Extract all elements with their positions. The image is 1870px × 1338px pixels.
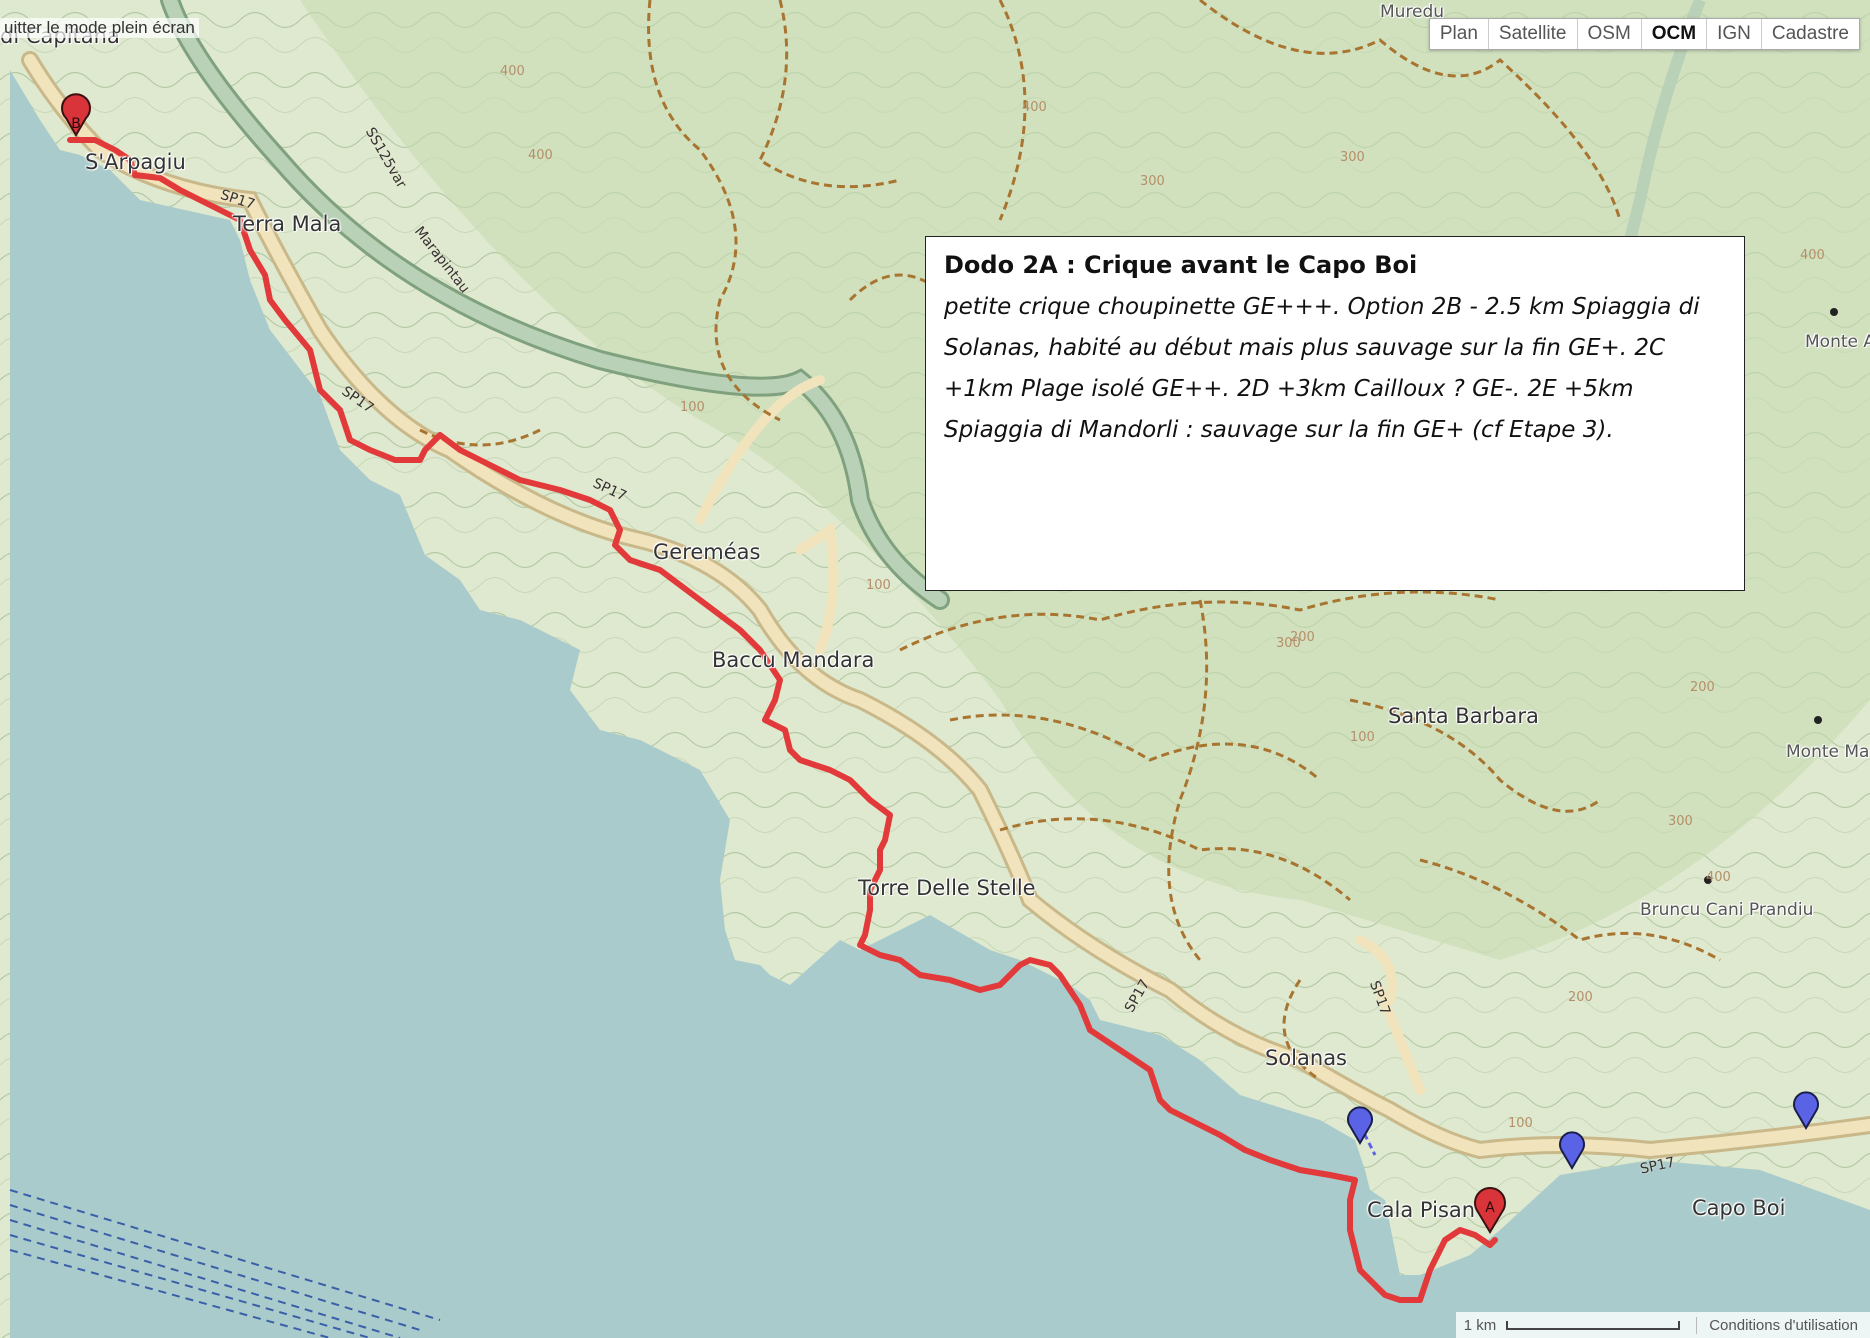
marker-option-mandorli[interactable] xyxy=(1793,1091,1819,1130)
scale-bar xyxy=(1506,1320,1681,1330)
place-label: Bruncu Cani Prandiu xyxy=(1640,900,1814,920)
marker-end-letter: A xyxy=(1485,1200,1495,1216)
marker-end[interactable]: A xyxy=(1474,1187,1506,1234)
info-popup-title: Dodo 2A : Crique avant le Capo Boi xyxy=(944,251,1418,279)
hiking-route xyxy=(67,137,1498,1303)
place-label: Terra Mala xyxy=(233,212,342,236)
place-label: Gereméas xyxy=(653,540,761,564)
layer-button-osm[interactable]: OSM xyxy=(1576,19,1641,49)
place-label: Torre Delle Stelle xyxy=(858,876,1036,900)
contour-label: 400 xyxy=(1706,870,1731,885)
marker-option-solanas[interactable] xyxy=(1347,1106,1373,1145)
place-label: Muredu xyxy=(1380,2,1445,22)
contour-label: 200 xyxy=(1568,990,1593,1005)
layer-button-satellite[interactable]: Satellite xyxy=(1487,19,1577,49)
contour-label: 100 xyxy=(1508,1116,1533,1131)
submarine-cable xyxy=(9,1189,441,1338)
terms-link[interactable]: Conditions d'utilisation xyxy=(1709,1316,1858,1334)
map-attribution: 1 km Conditions d'utilisation xyxy=(1455,1312,1870,1338)
layer-button-ocm[interactable]: OCM xyxy=(1640,19,1706,49)
scale-label: 1 km xyxy=(1463,1316,1497,1334)
info-popup-body: petite crique choupinette GE+++. Option … xyxy=(944,294,1700,443)
sea xyxy=(10,70,1870,1338)
place-label: Baccu Mandara xyxy=(712,648,875,672)
motorway-ss125-fill xyxy=(163,0,947,607)
peak-monte-arbu-icon xyxy=(1830,308,1838,316)
peak-monte-maria-icon xyxy=(1814,716,1822,724)
layer-switcher: Plan Satellite OSM OCM IGN Cadastre xyxy=(1428,18,1860,50)
contour-label: 300 xyxy=(1140,174,1165,189)
place-label: Santa Barbara xyxy=(1388,704,1539,728)
scale-control: 1 km xyxy=(1456,1316,1698,1334)
contour-label: 400 xyxy=(528,148,553,163)
exit-fullscreen-button[interactable]: uitter le mode plein écran xyxy=(0,18,199,38)
place-label: Solanas xyxy=(1265,1046,1348,1070)
contour-label: 300 xyxy=(1668,814,1693,829)
layer-button-cadastre[interactable]: Cadastre xyxy=(1760,19,1859,49)
marker-start[interactable]: B xyxy=(61,93,91,137)
place-label: Monte Arbu xyxy=(1805,332,1870,352)
layer-button-ign[interactable]: IGN xyxy=(1706,19,1761,49)
contour-label: 400 xyxy=(1022,100,1047,115)
contour-label: 300 xyxy=(1276,636,1301,651)
contour-label: 100 xyxy=(1350,730,1375,745)
secondary-roads xyxy=(695,375,1425,1095)
place-label: Capo Boi xyxy=(1692,1196,1786,1220)
peak-bruncu-icon xyxy=(1704,876,1712,884)
contour-label: 300 xyxy=(1340,150,1365,165)
hiking-tracks xyxy=(419,0,1721,1082)
contour-label: 100 xyxy=(866,578,891,593)
marker-option-plage[interactable] xyxy=(1559,1131,1585,1170)
contour-label: 100 xyxy=(680,400,705,415)
contour-label: 200 xyxy=(1690,680,1715,695)
place-label: S'Arpagiu xyxy=(85,150,186,174)
layer-button-plan[interactable]: Plan xyxy=(1439,23,1478,44)
road-sp17 xyxy=(24,54,1870,1157)
info-popup: Dodo 2A : Crique avant le Capo Boi petit… xyxy=(925,236,1745,591)
marker-start-letter: B xyxy=(71,116,81,132)
place-label: Cala Pisan xyxy=(1367,1198,1476,1222)
contour-label: 200 xyxy=(1290,630,1315,645)
contour-label: 400 xyxy=(500,64,525,79)
contour-label: 400 xyxy=(1800,248,1825,263)
place-label: Monte Maria xyxy=(1786,742,1870,762)
